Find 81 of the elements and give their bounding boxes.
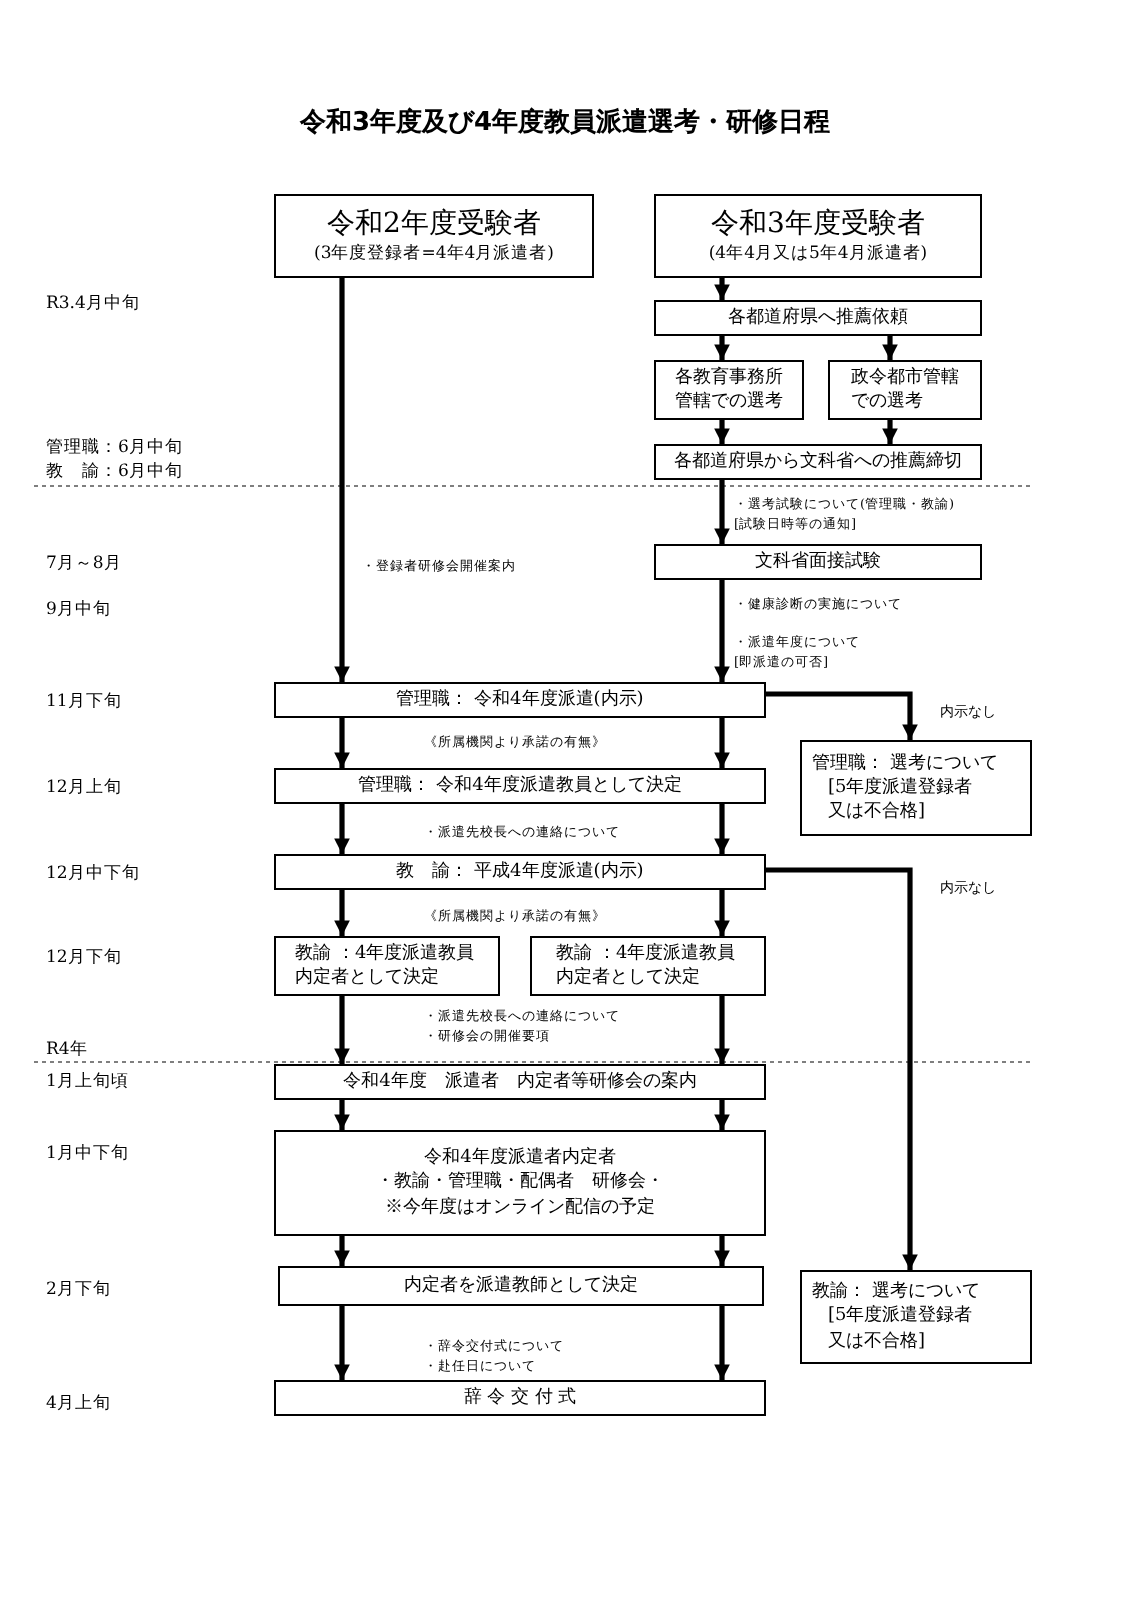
date-label: 管理職：6月中旬: [46, 438, 183, 461]
date-label: R4年: [46, 1040, 88, 1063]
process-box: [654, 544, 982, 580]
date-label: 12月下旬: [46, 948, 122, 971]
title: 令和3年度及び4年度教員派遣選考・研修日程: [297, 105, 833, 140]
box-text: 教 諭： 平成4年度派遣(内示): [396, 859, 644, 885]
box-text: 教諭 ：4年度派遣教員内定者として決定: [556, 941, 738, 991]
box-text: 令和4年度 派遣者 内定者等研修会の案内: [343, 1069, 697, 1095]
arrow: [714, 996, 730, 1064]
arrow: [714, 580, 730, 682]
process-box: [274, 1380, 766, 1416]
date-label: 9月中旬: [46, 600, 111, 623]
process-box: [800, 740, 1032, 836]
arrow: [334, 1306, 350, 1380]
date-label: R3.4月中旬: [46, 294, 140, 317]
box-text: 令和2年度受験者: [327, 205, 541, 243]
box-subtext: (3年度登録者=4年4月派遣者): [314, 243, 554, 267]
box-subtext: [5年度派遣登録者又は不合格]: [826, 775, 975, 825]
arrow: [766, 691, 918, 740]
arrow: [334, 890, 350, 936]
arrow: [334, 996, 350, 1064]
arrow: [714, 278, 730, 300]
arrow: [714, 804, 730, 854]
process-box: [274, 682, 766, 718]
process-box: [654, 360, 804, 420]
date-label: 2月下旬: [46, 1280, 111, 1303]
arrow: [334, 278, 350, 682]
date-label: 11月下旬: [46, 692, 122, 715]
box-subtext: ※今年度はオンライン配信の予定: [385, 1195, 655, 1220]
arrow: [714, 1306, 730, 1380]
arrow: [714, 480, 730, 544]
date-label: 教 諭：6月中旬: [46, 462, 183, 485]
box-text: 令和3年度受験者: [711, 205, 925, 244]
arrow: [882, 420, 898, 444]
process-box: [654, 444, 982, 480]
box-subtext: ・教諭・管理職・配偶者 研修会・: [376, 1170, 664, 1196]
process-box: [274, 1064, 766, 1100]
box-text: 教諭 ：4年度派遣教員内定者として決定: [295, 941, 477, 991]
box-text: 辞 令 交 付 式: [463, 1385, 577, 1411]
box-subtext: [5年度派遣登録者又は不合格]: [826, 1304, 975, 1354]
date-label: 7月～8月: [46, 554, 122, 577]
process-box: [278, 1266, 764, 1306]
arrow: [714, 336, 730, 360]
box-text: 令和4年度派遣者内定者: [424, 1146, 616, 1171]
box-text: 各都道府県へ推薦依頼: [728, 305, 908, 331]
arrow: [334, 804, 350, 854]
process-box: [654, 194, 982, 278]
box-text: 管理職： 令和4年度派遣教員として決定: [358, 773, 682, 799]
arrow: [714, 1100, 730, 1130]
date-label: 12月上旬: [46, 778, 122, 801]
process-box: [274, 194, 594, 278]
box-text: 内定者を派遣教師として決定: [404, 1273, 638, 1299]
arrow: [334, 1100, 350, 1130]
arrow: [334, 718, 350, 768]
process-box: [274, 854, 766, 890]
arrow: [882, 336, 898, 360]
date-label: 1月上旬頃: [46, 1072, 129, 1095]
arrow: [766, 867, 918, 1270]
process-box: [800, 1270, 1032, 1364]
date-label: 12月中下旬: [46, 864, 140, 887]
arrow: [714, 420, 730, 444]
process-box: [654, 300, 982, 336]
box-subtext: (4年4月又は5年4月派遣者): [708, 243, 928, 267]
arrow: [714, 890, 730, 936]
arrow: [714, 718, 730, 768]
box-text: 各教育事務所管轄での選考: [675, 365, 783, 415]
box-text: 各都道府県から文科省への推薦締切: [674, 449, 962, 475]
box-text: 政令都市管轄での選考: [851, 365, 959, 415]
arrow: [334, 1236, 350, 1266]
date-label: 4月上旬: [46, 1394, 111, 1417]
process-box: [274, 1130, 766, 1236]
box-text: 管理職： 令和4年度派遣(内示): [396, 687, 644, 713]
arrow: [714, 1236, 730, 1266]
process-box: [274, 936, 500, 996]
box-text: 教諭： 選考について: [812, 1280, 980, 1305]
box-text: 管理職： 選考について: [812, 751, 998, 776]
date-label: 1月中下旬: [46, 1144, 129, 1167]
process-box: [828, 360, 982, 420]
process-box: [530, 936, 766, 996]
box-text: 文科省面接試験: [755, 549, 881, 575]
process-box: [274, 768, 766, 804]
